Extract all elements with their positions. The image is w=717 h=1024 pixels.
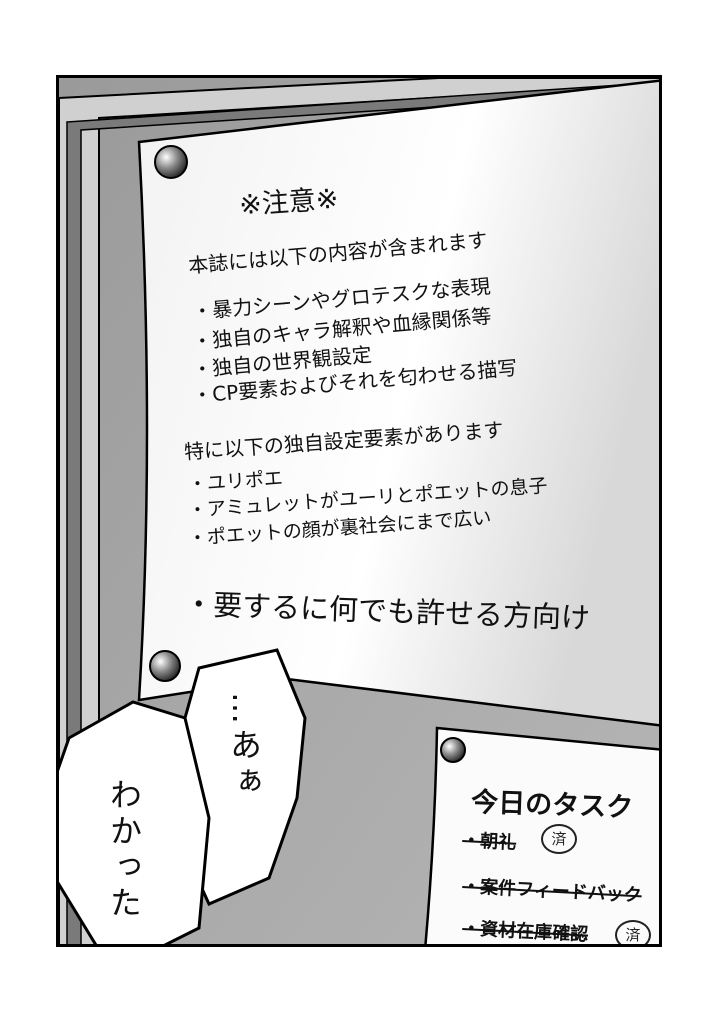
pin-top — [154, 145, 188, 179]
notice-title: ※注意※ — [238, 183, 340, 222]
pin-bottom — [149, 650, 181, 682]
notice-paper — [137, 79, 659, 727]
speech-text-bottom: わかった — [105, 778, 143, 922]
comic-panel: ※注意※ 本誌には以下の内容が含まれます ・暴力シーンやグロテスクな表現 ・独自… — [56, 75, 662, 947]
notice-text-area: ※注意※ 本誌には以下の内容が含まれます ・暴力シーンやグロテスクな表現 ・独自… — [59, 78, 659, 728]
panel-artwork — [59, 78, 659, 944]
notice-sub-heading: 特に以下の独自設定要素があります — [183, 417, 505, 464]
done-stamp: 済 — [541, 824, 577, 854]
speech-text-top: …あぁ — [225, 692, 263, 800]
speech-bubble-bottom — [59, 700, 211, 944]
task-item: ・朝礼 — [461, 829, 517, 854]
done-stamp: 済 — [615, 920, 651, 944]
notice-intro: 本誌には以下の内容が含まれます — [187, 227, 489, 278]
pin-task — [440, 737, 466, 763]
task-title: 今日のタスク — [470, 786, 634, 824]
notice-summary: ・要するに何でも許せる方向け — [183, 586, 591, 636]
board-frame-inner — [66, 81, 659, 944]
